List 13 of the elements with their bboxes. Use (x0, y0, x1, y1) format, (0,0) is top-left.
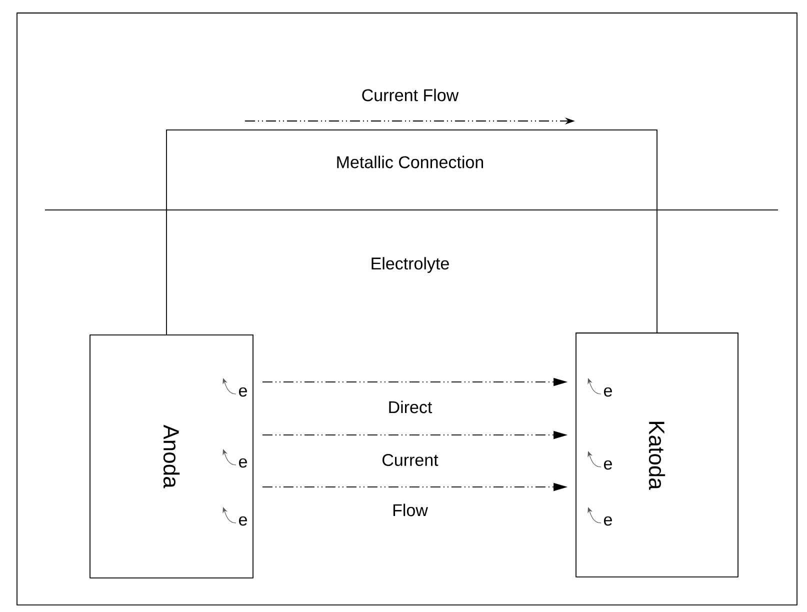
text-label: Electrolyte (372, 257, 449, 273)
text-label: e (239, 387, 247, 397)
metallic-wire (166, 130, 658, 335)
text-label: e (604, 387, 612, 397)
edge-label: Metallic Connection (337, 156, 484, 168)
text-label: e (239, 458, 247, 468)
edge-label: Current (382, 454, 438, 466)
text-label: Current Flow (362, 88, 459, 102)
text-label: e (604, 460, 612, 470)
edge-label: Direct (389, 400, 432, 414)
text-label: e (239, 516, 247, 526)
text-label: e (604, 516, 612, 526)
edge-label: Flow (393, 504, 428, 516)
